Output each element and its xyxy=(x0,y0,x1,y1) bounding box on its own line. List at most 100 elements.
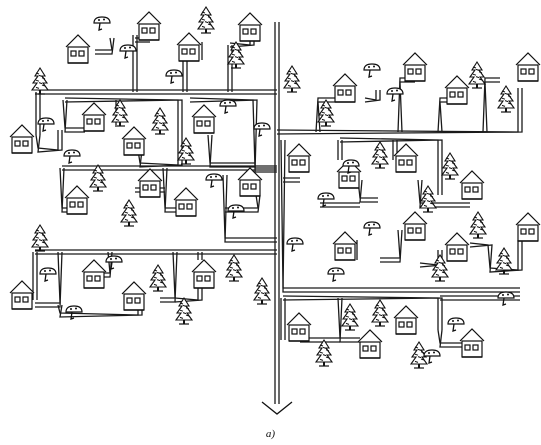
pipe xyxy=(137,130,183,168)
house-icon xyxy=(357,329,383,359)
house-icon xyxy=(459,170,485,200)
pipe-network xyxy=(32,22,523,404)
house-icon xyxy=(173,187,199,217)
tree-icon xyxy=(496,84,516,113)
house-icon xyxy=(515,52,541,82)
house-icon xyxy=(237,12,263,42)
mushroom-icon xyxy=(105,255,123,270)
tree-icon xyxy=(196,5,216,34)
house-icon xyxy=(9,124,35,154)
pipe xyxy=(62,99,85,133)
house-icon xyxy=(191,104,217,134)
tree-icon xyxy=(440,151,460,180)
house-icon xyxy=(444,232,470,262)
pipe xyxy=(283,177,300,183)
tree-icon xyxy=(110,98,130,127)
house-icon xyxy=(444,75,470,105)
house-icon xyxy=(515,212,541,242)
mushroom-icon xyxy=(363,63,381,78)
house-icon xyxy=(332,73,358,103)
house-icon xyxy=(65,34,91,64)
main-trunk-pipe xyxy=(274,22,280,404)
pipe xyxy=(417,179,470,208)
collector-row2 xyxy=(64,97,183,130)
pipe xyxy=(182,58,188,92)
tree-icon xyxy=(468,210,488,239)
house-icon xyxy=(121,281,147,311)
mushroom-icon xyxy=(253,122,271,137)
pipe xyxy=(482,77,500,133)
pipe xyxy=(35,130,63,153)
house-icon xyxy=(402,52,428,82)
tree-icon xyxy=(226,40,246,69)
tree-icon xyxy=(119,198,139,227)
mushroom-icon xyxy=(447,317,465,332)
pipe xyxy=(222,174,277,243)
mushroom-icon xyxy=(205,173,223,188)
pipe xyxy=(95,37,115,55)
mushroom-icon xyxy=(386,87,404,102)
mushroom-icon xyxy=(63,149,81,164)
collector-right-bottom xyxy=(282,295,443,330)
house-icon xyxy=(9,280,35,310)
pipe xyxy=(35,251,63,308)
tree-icon xyxy=(430,253,450,282)
tree-icon xyxy=(174,296,194,325)
collector-top xyxy=(38,89,277,95)
tree-icon xyxy=(314,338,334,367)
figure-caption: a) xyxy=(265,428,276,440)
collector-row4 xyxy=(35,249,277,255)
tree-icon xyxy=(370,140,390,169)
collector-right-top xyxy=(276,88,523,135)
mushroom-icon xyxy=(363,221,381,236)
mushroom-icon xyxy=(219,99,237,114)
pipe xyxy=(337,140,343,160)
pipe xyxy=(132,35,138,92)
house-icon xyxy=(237,167,263,197)
outlet-arrow-icon xyxy=(261,401,293,415)
house-icon xyxy=(81,102,107,132)
pipe xyxy=(197,252,203,260)
house-icon xyxy=(137,168,163,198)
tree-icon xyxy=(409,340,429,369)
pipe xyxy=(320,202,360,208)
house-icon xyxy=(459,328,485,358)
mushroom-icon xyxy=(317,192,335,207)
mushroom-icon xyxy=(327,267,345,282)
tree-icon xyxy=(370,298,390,327)
house-icon xyxy=(286,143,312,173)
mushroom-icon xyxy=(497,291,515,306)
pipe xyxy=(437,329,465,348)
house-icon xyxy=(64,185,90,215)
house-icon xyxy=(191,259,217,289)
mushroom-icon xyxy=(93,16,111,31)
tree-icon xyxy=(224,253,244,282)
mushroom-icon xyxy=(286,237,304,252)
tree-icon xyxy=(418,184,438,213)
mushroom-icon xyxy=(119,44,137,59)
pipe xyxy=(280,298,286,340)
mushroom-icon xyxy=(227,204,245,219)
tree-icon xyxy=(494,246,514,275)
house-icon xyxy=(393,143,419,173)
pipe xyxy=(380,229,403,263)
mushroom-icon xyxy=(342,159,360,174)
pipe xyxy=(62,165,277,171)
mushroom-icon xyxy=(165,69,183,84)
pipe xyxy=(207,134,255,168)
tree-icon xyxy=(340,302,360,331)
mushroom-icon xyxy=(37,117,55,132)
collector-right-mid xyxy=(280,139,520,293)
tree-icon xyxy=(252,276,272,305)
tree-icon xyxy=(30,223,50,252)
house-icon xyxy=(286,312,312,342)
house-icon xyxy=(136,11,162,41)
tree-icon xyxy=(88,163,108,192)
mushroom-icon xyxy=(423,349,441,364)
pipe xyxy=(364,90,381,103)
pipe xyxy=(35,92,41,135)
pipe xyxy=(469,240,523,273)
house-icon xyxy=(176,32,202,62)
house-icon xyxy=(332,231,358,261)
